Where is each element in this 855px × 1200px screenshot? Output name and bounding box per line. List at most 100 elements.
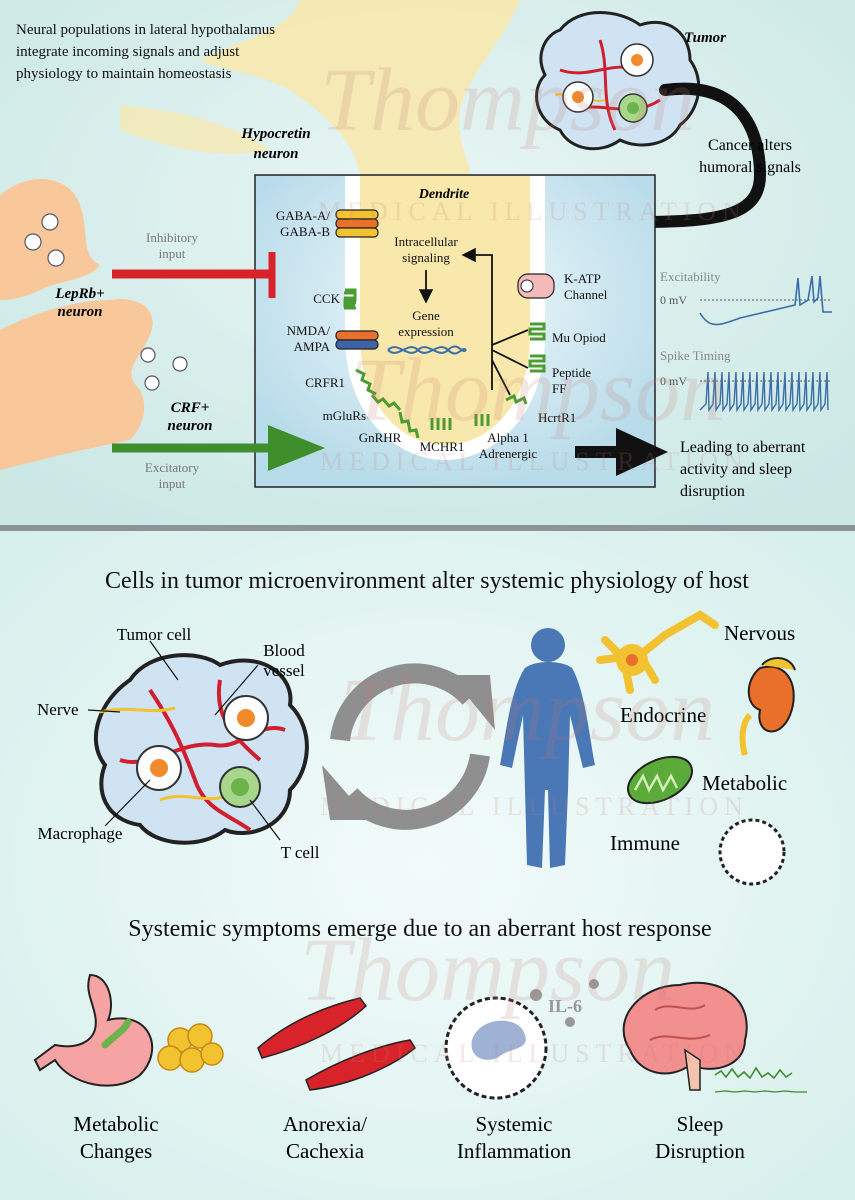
receptor-labels: GABA-A/ GABA-B Intracellular signaling G… (276, 208, 608, 461)
excitability-mv: 0 mV (660, 293, 687, 307)
human-silhouette (500, 628, 595, 868)
mglurs-label: mGluRs (323, 408, 366, 423)
intracellular-label-1: Intracellular (394, 234, 458, 249)
tumor-illustration-top (535, 11, 701, 151)
crf-label-2: neuron (167, 418, 212, 434)
muscle-icon (257, 997, 416, 1091)
sleep-eeg-trace-green (714, 1066, 793, 1080)
symptom-1-line-1: Metabolic (73, 1112, 158, 1136)
spike-timing-label: Spike Timing (660, 348, 731, 363)
excitatory-label-2: input (159, 476, 186, 491)
katp-label-2: Channel (564, 287, 608, 302)
nmda-receptor (335, 330, 379, 350)
spike-timing-trace (699, 371, 829, 413)
neuron-icon (596, 610, 719, 694)
gene-label-1: Gene (412, 308, 440, 323)
tumor-microenvironment (87, 640, 309, 845)
katp-channel (517, 273, 555, 299)
intro-line-2: integrate incoming signals and adjust (16, 44, 240, 60)
excitability-label: Excitability (660, 269, 721, 284)
macrophage-label: Macrophage (38, 824, 123, 843)
watermark-name-3: Thompson (340, 661, 715, 760)
hypocretin-label-2: neuron (253, 146, 298, 162)
system-immune: Immune (610, 831, 680, 855)
dendrite-label: Dendrite (418, 187, 470, 202)
gaba-receptor (335, 209, 379, 238)
cycle-arrowhead-2 (322, 765, 370, 820)
crf-neuron-body (0, 299, 153, 470)
leading-arrowhead (616, 428, 668, 476)
crfr1-label: CRFR1 (305, 375, 345, 390)
symptom-2-line-2: Cachexia (286, 1139, 365, 1163)
watermark-sub-2: MEDICAL ILLUSTRATION (320, 447, 749, 476)
symptom-2-line-1: Anorexia/ (283, 1112, 367, 1136)
symptom-1-line-2: Changes (80, 1139, 152, 1163)
stomach-icon (33, 973, 154, 1087)
symptom-3-line-2: Inflammation (457, 1139, 572, 1163)
gnrhr-label: GnRHR (359, 430, 402, 445)
brain-icon (622, 981, 748, 1091)
symptom-labels: Metabolic Changes Anorexia/ Cachexia Sys… (73, 1112, 745, 1163)
leading-line-3: disruption (680, 483, 745, 500)
watermark-name-4: Thompson (300, 921, 675, 1020)
cycle-arrowhead-1 (450, 675, 495, 730)
symptom-3-line-1: Systemic (476, 1112, 553, 1136)
watermark: Thompson MEDICAL ILLUSTRATION Thompson M… (300, 51, 749, 1068)
system-nervous: Nervous (724, 621, 795, 645)
watermark-sub-4: MEDICAL ILLUSTRATION (320, 1039, 749, 1068)
intro-line-3: physiology to maintain homeostasis (16, 66, 232, 82)
excitatory-label-1: Excitatory (145, 460, 200, 475)
hcrtr1-label: HcrtR1 (538, 410, 576, 425)
tumor-label: Tumor (684, 30, 726, 46)
signal-branch-3 (491, 359, 511, 396)
hypocretin-label-1: Hypocretin (240, 126, 310, 142)
leprb-vesicles (24, 213, 65, 267)
excitatory-arrowhead (268, 425, 325, 471)
watermark-sub-3: MEDICAL ILLUSTRATION (320, 792, 749, 821)
hypocretin-process (120, 105, 270, 154)
fat-cells-icon (157, 1023, 224, 1073)
il6-label: IL-6 (548, 996, 582, 1016)
inhibitory-label-2: input (159, 246, 186, 261)
nmda-label-2: AMPA (294, 339, 331, 354)
leading-line-2: activity and sleep (680, 461, 792, 478)
watermark-name-2: Thompson (350, 341, 725, 440)
cancer-alters-2: humoral signals (699, 159, 801, 176)
intro-text: Neural populations in lateral hypothalam… (16, 22, 275, 82)
leprb-neuron-body (0, 178, 100, 300)
symptom-4-line-2: Disruption (655, 1139, 745, 1163)
intracellular-label-2: signaling (402, 250, 450, 265)
alpha-label-1: Alpha 1 (487, 430, 529, 445)
dendrite-inner (360, 176, 530, 445)
signal-branch-2 (491, 349, 529, 369)
crf-vesicles (140, 347, 188, 391)
nerve-label: Nerve (37, 700, 79, 719)
dna-icon (387, 345, 467, 355)
immune-cell-icon (718, 818, 786, 886)
sleep-eeg-trace-flat (714, 1090, 807, 1093)
watermark-name-1: Thompson (320, 51, 695, 150)
system-endocrine: Endocrine (620, 703, 706, 727)
cancer-alters-1: Cancer alters (708, 137, 792, 154)
symptom-4-line-1: Sleep (677, 1112, 724, 1136)
leading-line-1: Leading to aberrant (680, 439, 806, 456)
inhibitory-label-1: Inhibitory (146, 230, 198, 245)
hypocretin-neuron-body (200, 0, 520, 175)
gaba-label-1: GABA-A/ (276, 208, 331, 223)
mitochondria-icon (627, 755, 693, 805)
immune-inflammation-icon (444, 979, 599, 1100)
signal-branch-1 (491, 329, 529, 346)
alpha-label-2: Adrenergic (479, 446, 537, 461)
excitability-trace (699, 275, 832, 326)
peptide-label-2: FF (552, 381, 566, 396)
gaba-label-2: GABA-B (280, 224, 330, 239)
system-metabolic: Metabolic (702, 771, 787, 795)
katp-label-1: K-ATP (564, 271, 601, 286)
tumor-cell-label: Tumor cell (117, 625, 192, 644)
intro-line-1: Neural populations in lateral hypothalam… (16, 22, 275, 38)
panel-divider (0, 525, 855, 531)
nmda-label-1: NMDA/ (287, 323, 331, 338)
bottom-title: Systemic symptoms emerge due to an aberr… (128, 916, 711, 942)
